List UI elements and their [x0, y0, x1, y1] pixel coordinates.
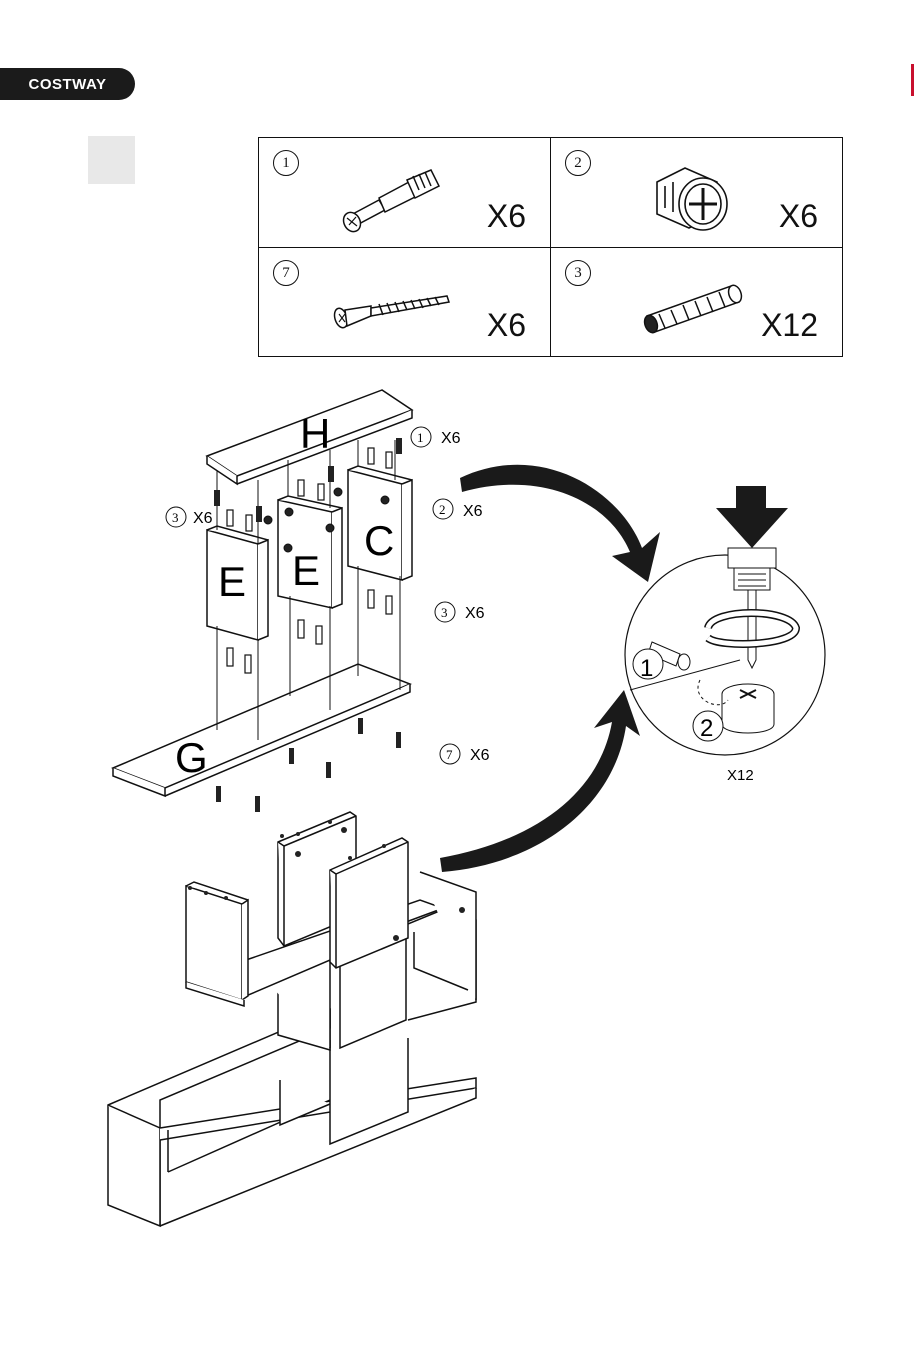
- callout-quantity: X6: [193, 510, 213, 527]
- callout-number: 3: [441, 605, 448, 620]
- assembled-bookcase: [108, 812, 476, 1226]
- panel-e-left-label: E: [218, 558, 246, 605]
- arrow-to-detail-upper: [460, 465, 660, 582]
- callout-quantity: X6: [470, 747, 490, 764]
- callout-quantity: X6: [465, 605, 485, 622]
- detail-circle: [625, 486, 825, 755]
- callout-number: 1: [417, 430, 424, 445]
- arrow-to-detail-lower: [440, 690, 640, 872]
- callout-quantity: X6: [441, 430, 461, 447]
- callout-number: 3: [172, 510, 179, 525]
- panel-c-label: C: [364, 517, 394, 564]
- panel-g-label: G: [175, 734, 208, 781]
- callout-number: 7: [446, 747, 453, 762]
- detail-lock-label: 2: [700, 715, 713, 742]
- panel-e-middle-label: E: [292, 547, 320, 594]
- callout-number: 2: [439, 502, 446, 517]
- callout-quantity: X6: [463, 503, 483, 520]
- detail-bolt-label: 1: [640, 655, 653, 682]
- panel-h-label: H: [300, 410, 330, 457]
- panel-g: [113, 664, 410, 796]
- detail-quantity: X12: [727, 767, 754, 784]
